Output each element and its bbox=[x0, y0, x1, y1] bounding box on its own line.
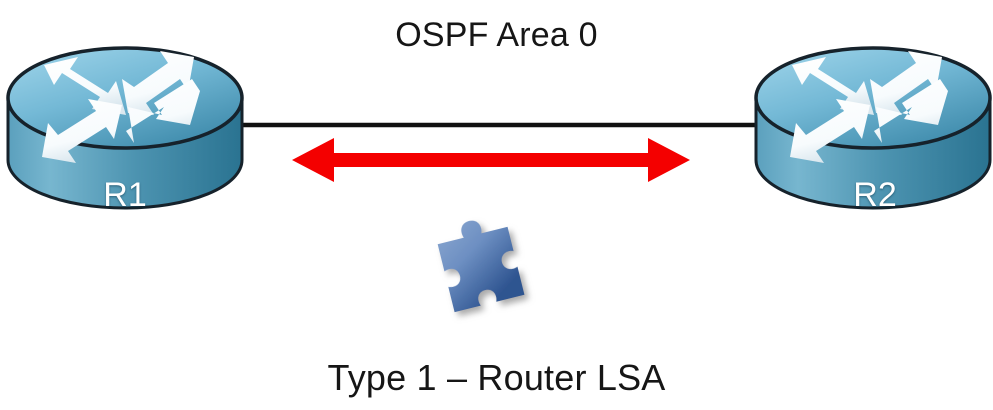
router-r1[interactable] bbox=[4, 23, 246, 220]
puzzle-piece-icon bbox=[415, 214, 551, 324]
lsa-caption: Type 1 – Router LSA bbox=[327, 357, 666, 398]
router-r2[interactable] bbox=[752, 23, 993, 220]
page-title: OSPF Area 0 bbox=[395, 16, 598, 54]
router-label-r1: R1 bbox=[103, 176, 147, 214]
lsa-exchange-arrow bbox=[292, 138, 690, 182]
router-label-r2: R2 bbox=[853, 176, 897, 214]
puzzle-piece-shape bbox=[437, 220, 525, 313]
router-arrows-glyph bbox=[790, 51, 948, 163]
router-arrows-glyph bbox=[42, 51, 200, 163]
